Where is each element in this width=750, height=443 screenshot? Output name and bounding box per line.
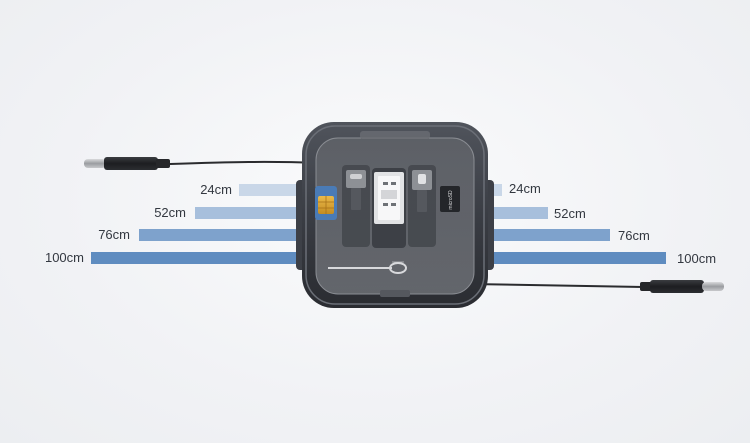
length-bar-100cm-right bbox=[478, 252, 666, 264]
length-label-100cm-right: 100cm bbox=[677, 251, 717, 266]
sim-card-icon bbox=[315, 186, 337, 220]
lightning-plug-icon bbox=[412, 170, 432, 212]
length-label-100cm-left: 100cm bbox=[44, 250, 84, 265]
usb-a-plug-icon bbox=[374, 172, 404, 224]
length-label-76cm-left: 76cm bbox=[98, 227, 130, 242]
length-bar-24cm-left bbox=[239, 184, 309, 196]
right-cable bbox=[469, 280, 724, 293]
usb-c-plug-icon bbox=[640, 280, 724, 293]
sim-eject-pin-icon bbox=[328, 261, 407, 274]
usb-c-plug-icon bbox=[84, 157, 170, 170]
length-bar-76cm-right bbox=[478, 229, 610, 241]
left-cable bbox=[84, 157, 319, 170]
length-bar-100cm-left bbox=[91, 252, 309, 264]
usb-c-plug-icon bbox=[346, 170, 366, 210]
length-label-24cm-left: 24cm bbox=[200, 182, 232, 197]
micro-sd-card-icon: microSD bbox=[440, 186, 460, 212]
length-label-24cm-right: 24cm bbox=[509, 181, 541, 196]
length-bar-52cm-right bbox=[478, 207, 548, 219]
length-label-52cm-right: 52cm bbox=[554, 206, 586, 221]
length-label-76cm-right: 76cm bbox=[618, 228, 650, 243]
length-bar-52cm-left bbox=[195, 207, 309, 219]
length-label-52cm-left: 52cm bbox=[154, 205, 186, 220]
length-bar-76cm-left bbox=[139, 229, 309, 241]
micro-sd-label: microSD bbox=[448, 190, 454, 210]
